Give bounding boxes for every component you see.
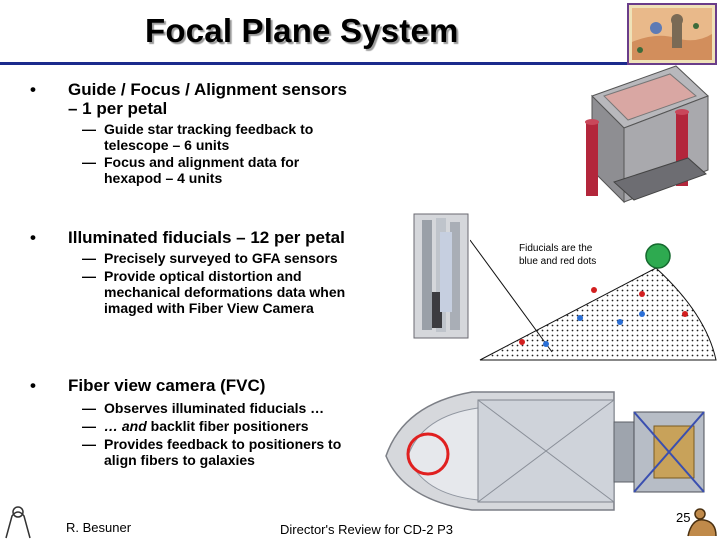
bullet-marker: • [30,228,36,247]
bullet-line: – 1 per petal [68,99,168,118]
fiducial-dot-blue [639,311,645,317]
sub-marker: — [82,268,96,284]
sub-marker: — [82,400,96,416]
fiducial-dot-blue [577,315,583,321]
sub-marker: — [82,121,96,137]
sub-marker: — [82,436,96,452]
fiducial-dot-red [639,291,645,297]
sub-feedback: — Provides feedback to positioners to al… [82,436,342,468]
page-number: 25 [676,510,691,525]
sub-line: align fibers to galaxies [104,452,255,468]
sub-line-rest: backlit fiber positioners [146,418,309,434]
sub-marker: — [82,418,96,434]
note-line: Fiducials are the [519,243,593,254]
gfa-location-marker [645,243,671,269]
footer-author: R. Besuner [66,520,132,535]
bullet-fiducials: • Illuminated fiducials – 12 per petal [30,228,345,247]
fiducial-dot-blue [617,319,623,325]
animal-sketch-icon [687,508,717,537]
bullet-line: Fiber view camera (FVC) [68,376,266,395]
sub-guide-star: — Guide star tracking feedback to telesc… [82,121,314,153]
note-line: blue and red dots [519,256,597,267]
sub-surveyed: — Precisely surveyed to GFA sensors [82,250,338,266]
bullet-gfa-sensors: • Guide / Focus / Alignment sensors – 1 … [30,80,347,118]
sub-line: hexapod – 4 units [104,170,223,186]
fiducial-dot-blue [543,341,549,347]
sub-line: Guide star tracking feedback to [104,121,314,137]
telescope-fvc-image [385,391,705,511]
sub-line: Observes illuminated fiducials … [104,400,325,416]
bullet-fvc: • Fiber view camera (FVC) [30,376,266,395]
fiducial-dot-red [591,287,597,293]
sub-italic-prefix: … and [104,418,147,434]
sub-marker: — [82,250,96,266]
sub-line: … and backlit fiber positioners [104,418,309,434]
sub-line: Focus and alignment data for [104,154,300,170]
footer-event: Director's Review for CD-2 P3 [280,522,453,537]
petal-fiducial-diagram [470,239,717,361]
fiducial-dot-red [682,311,688,317]
sub-line: Precisely surveyed to GFA sensors [104,250,338,266]
sub-focus-alignment: — Focus and alignment data for hexapod –… [82,154,300,186]
sub-marker: — [82,154,96,170]
sub-line: telescope – 6 units [104,137,230,153]
bullet-line: Guide / Focus / Alignment sensors [68,80,347,99]
sub-line: Provide optical distortion and [104,268,302,284]
fvc-highlight-circle [406,432,450,476]
sub-line: Provides feedback to positioners to [104,436,342,452]
sub-backlit: — … and backlit fiber positioners [82,418,309,434]
title-underline [0,62,636,65]
sub-line: imaged with Fiber View Camera [104,300,314,316]
bullet-marker: • [30,376,36,395]
figure-sketch-icon [5,506,31,539]
fiducial-dot-red [519,339,525,345]
bullet-marker: • [30,80,36,99]
gfa-sensor-image [585,65,709,204]
fiducial-note: Fiducials are the blue and red dots [519,242,596,268]
sub-distortion: — Provide optical distortion and mechani… [82,268,346,316]
sub-line: mechanical deformations data when [104,284,346,300]
slide-title: Focal Plane System [145,12,459,49]
fiducial-illuminator-image [413,213,469,339]
sub-observes: — Observes illuminated fiducials … [82,400,325,416]
boss-logo-image [627,3,717,65]
bullet-line: Illuminated fiducials – 12 per petal [68,228,345,247]
